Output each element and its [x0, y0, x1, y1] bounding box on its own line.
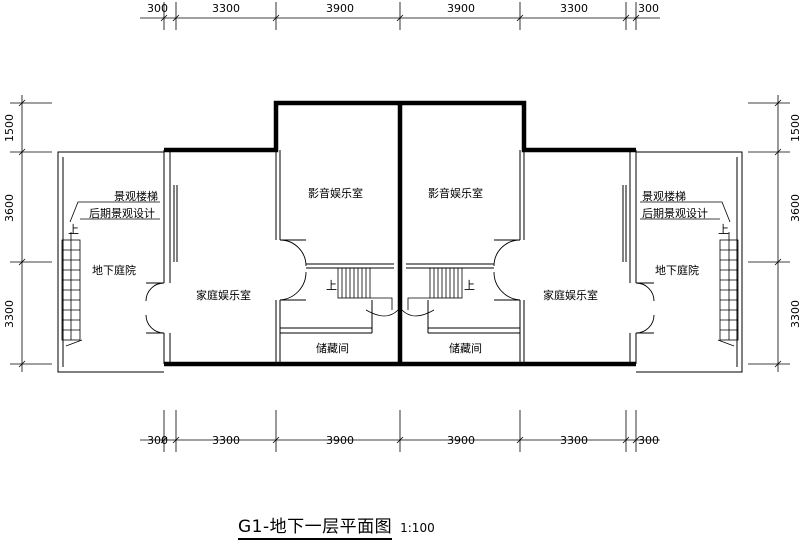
bottom-dimension-chain	[140, 410, 660, 452]
note-landscape-stair-left: 景观楼梯	[114, 189, 158, 203]
left-dimension-chain	[10, 95, 52, 372]
bottom-dim-1: 300	[147, 434, 168, 447]
room-label-family-left: 家庭娱乐室	[196, 288, 251, 302]
room-label-storage-right: 储藏间	[449, 341, 482, 355]
stair-up-mark-right-outer: 上	[718, 223, 729, 236]
drawing-scale: 1:100	[400, 521, 435, 535]
courtyard-boundaries	[57, 151, 743, 373]
room-label-av-right: 影音娱乐室	[428, 186, 483, 200]
bottom-dim-6: 300	[638, 434, 659, 447]
bottom-dim-5: 3300	[560, 434, 588, 447]
right-dimension-chain	[748, 95, 790, 372]
top-dim-5: 3300	[560, 2, 588, 15]
drawing-title-text: G1-地下一层平面图	[238, 517, 393, 540]
top-dimension-chain	[140, 2, 660, 30]
drawing-title: G1-地下一层平面图 1:100	[238, 512, 435, 540]
bottom-dim-4: 3900	[447, 434, 475, 447]
bottom-dim-3: 3900	[326, 434, 354, 447]
stair-courtyard-left	[61, 232, 83, 347]
room-label-courtyard-right: 地下庭院	[655, 263, 699, 277]
left-dim-2: 3600	[3, 194, 16, 222]
stair-up-mark-left-inner: 上	[326, 279, 337, 292]
top-dim-2: 3300	[212, 2, 240, 15]
room-label-av-left: 影音娱乐室	[308, 186, 363, 200]
note-later-design-left: 后期景观设计	[89, 207, 155, 220]
top-dim-3: 3900	[326, 2, 354, 15]
top-dim-1: 300	[147, 2, 168, 15]
room-label-storage-left: 储藏间	[316, 341, 349, 355]
bottom-dim-2: 3300	[212, 434, 240, 447]
exterior-walls	[164, 100, 636, 367]
left-dim-3: 3300	[3, 300, 16, 328]
room-label-family-right: 家庭娱乐室	[543, 288, 598, 302]
stair-courtyard-right	[717, 232, 739, 347]
top-dim-4: 3900	[447, 2, 475, 15]
right-dim-2: 3600	[789, 194, 800, 222]
note-leaders	[69, 201, 731, 223]
left-dim-1: 1500	[3, 114, 16, 142]
stair-up-mark-right-inner: 上	[464, 279, 475, 292]
stair-interior-right	[401, 267, 463, 317]
top-dim-6: 300	[638, 2, 659, 15]
interior-walls	[163, 150, 637, 364]
note-later-design-right: 后期景观设计	[642, 207, 708, 220]
right-dim-1: 1500	[789, 114, 800, 142]
right-dim-3: 3300	[789, 300, 800, 328]
room-label-courtyard-left: 地下庭院	[92, 263, 136, 277]
note-landscape-stair-right: 景观楼梯	[642, 189, 686, 203]
stair-up-mark-left-outer: 上	[68, 223, 79, 236]
stair-interior-left	[337, 267, 399, 317]
door-swings	[145, 239, 655, 334]
